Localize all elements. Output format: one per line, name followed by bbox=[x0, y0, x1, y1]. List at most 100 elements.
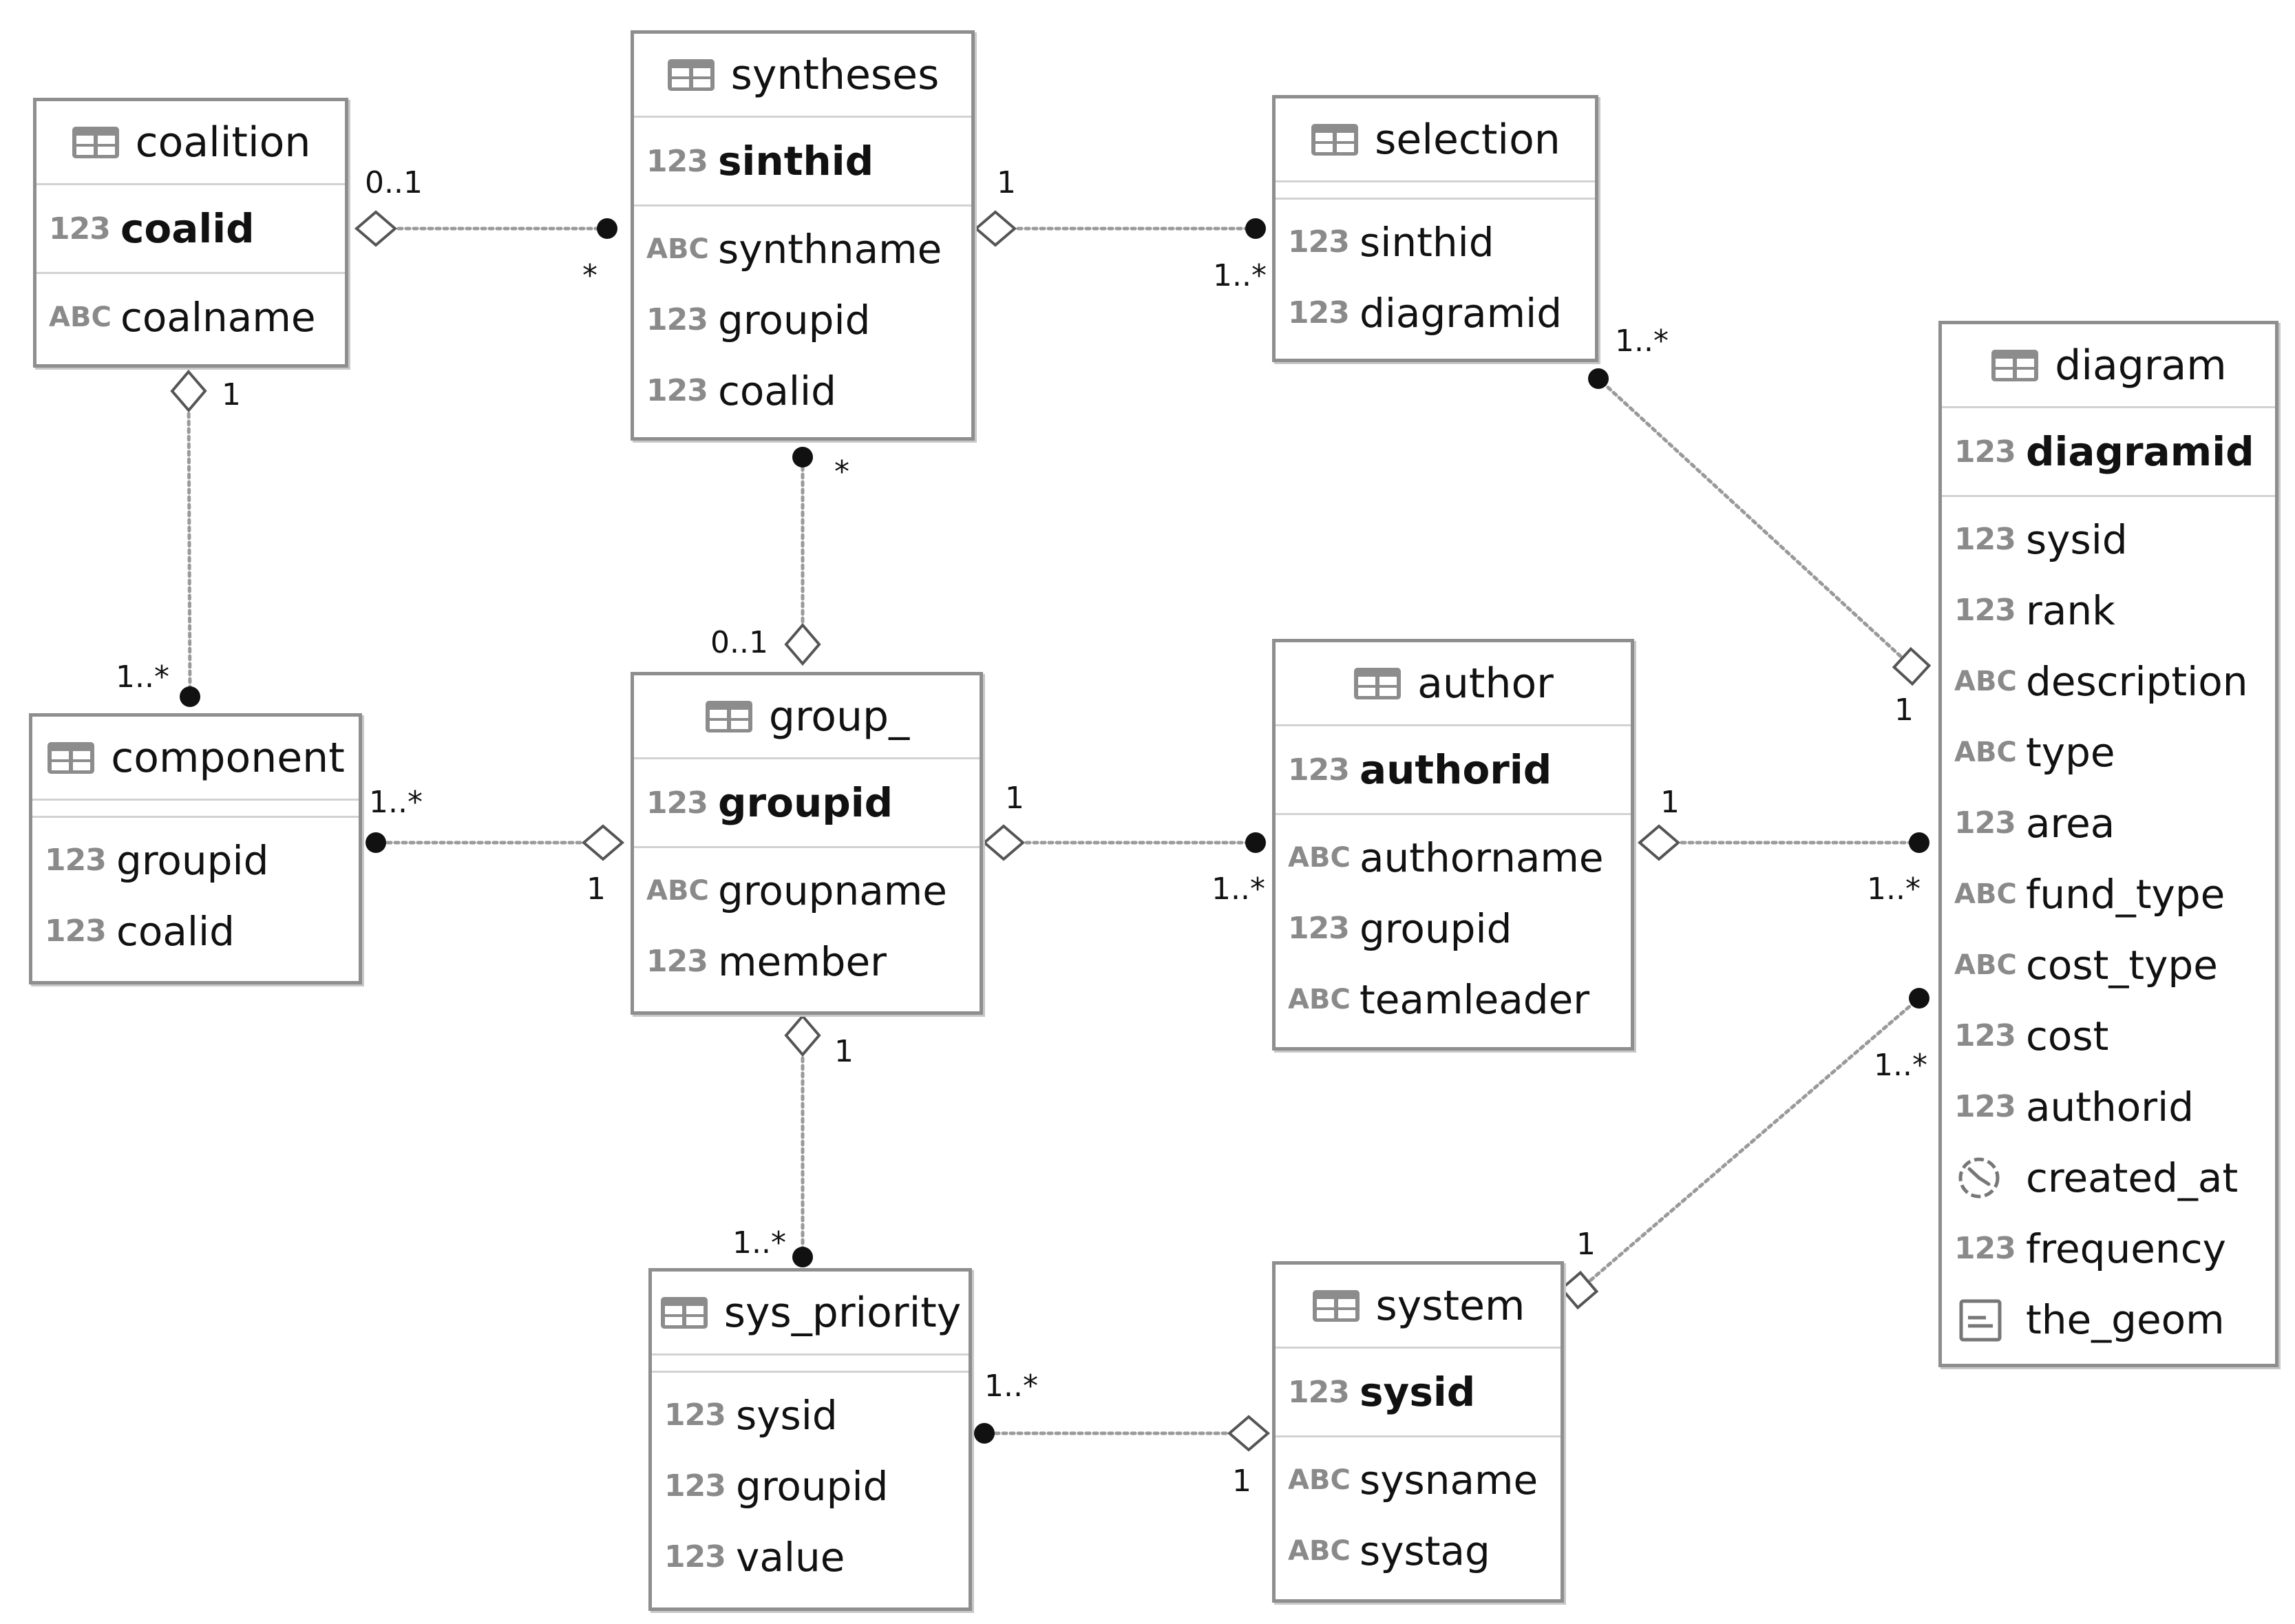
attribute-type: ABC bbox=[646, 233, 709, 265]
entity-name: coalition bbox=[135, 118, 311, 167]
aggregation-diamond bbox=[1227, 1415, 1271, 1452]
table-icon bbox=[71, 125, 120, 160]
table-icon bbox=[704, 699, 754, 734]
attribute-type: 123 bbox=[1288, 911, 1350, 946]
attribute-type: 123 bbox=[1288, 224, 1350, 260]
attribute-type: ABC bbox=[1954, 878, 2017, 910]
attribute-row[interactable]: created_at bbox=[1942, 1142, 2275, 1213]
attribute-name: sysname bbox=[1360, 1456, 1538, 1504]
attribute-name: groupid bbox=[116, 836, 269, 884]
many-end-dot bbox=[792, 447, 813, 467]
attribute-type: 123 bbox=[646, 302, 708, 337]
entity-header[interactable]: diagram bbox=[1942, 324, 2275, 408]
attribute-type: ABC bbox=[49, 302, 112, 333]
entity-header[interactable]: author bbox=[1276, 642, 1631, 726]
geometry-icon bbox=[1954, 1296, 2018, 1344]
one-end-square bbox=[1892, 646, 1932, 686]
attribute-type: 123 bbox=[1954, 805, 2016, 841]
entity-header[interactable]: component bbox=[32, 717, 359, 801]
primary-key-section bbox=[652, 1356, 969, 1373]
attribute-name: groupid bbox=[736, 1462, 889, 1510]
multiplicity-label: 1..* bbox=[1867, 872, 1921, 907]
attribute-name: coalid bbox=[116, 907, 235, 955]
multiplicity-label: 1 bbox=[1005, 781, 1024, 816]
entity-header[interactable]: sys_priority bbox=[652, 1272, 969, 1356]
attribute-name: type bbox=[2026, 728, 2115, 776]
attribute-name: sinthid bbox=[1360, 218, 1494, 266]
multiplicity-label: 1 bbox=[997, 165, 1016, 200]
entity-header[interactable]: system bbox=[1276, 1265, 1561, 1349]
attribute-type: 123 bbox=[1954, 1231, 2016, 1266]
attribute-row[interactable]: the_geom bbox=[1942, 1284, 2275, 1355]
entity-header[interactable]: group_ bbox=[634, 675, 980, 759]
many-end-dot bbox=[180, 686, 200, 707]
attribute-name: value bbox=[736, 1533, 845, 1581]
table-icon bbox=[666, 58, 716, 92]
entity-header[interactable]: selection bbox=[1276, 98, 1595, 182]
primary-key-name: coalid bbox=[120, 205, 255, 252]
many-end-dot bbox=[1909, 832, 1929, 853]
entity-header[interactable]: syntheses bbox=[634, 34, 971, 118]
table-icon bbox=[1990, 348, 2040, 383]
attribute-name: rank bbox=[2026, 587, 2115, 634]
attribute-row[interactable]: 123 rank bbox=[1942, 575, 2275, 646]
attribute-row[interactable]: 123 sinthid bbox=[1276, 207, 1595, 277]
entity-name: selection bbox=[1375, 115, 1561, 164]
attribute-name: cost_type bbox=[2026, 941, 2218, 989]
attribute-type: 123 bbox=[1954, 593, 2016, 628]
aggregation-diamond bbox=[581, 824, 625, 861]
attribute-type: ABC bbox=[646, 874, 709, 907]
primary-key-section bbox=[1276, 182, 1595, 200]
entity-header[interactable]: coalition bbox=[36, 101, 345, 185]
primary-key-name: groupid bbox=[718, 779, 893, 826]
attribute-type: 123 bbox=[664, 1398, 726, 1433]
attribute-name: authorid bbox=[2026, 1083, 2194, 1130]
attribute-type: 123 bbox=[646, 373, 708, 408]
